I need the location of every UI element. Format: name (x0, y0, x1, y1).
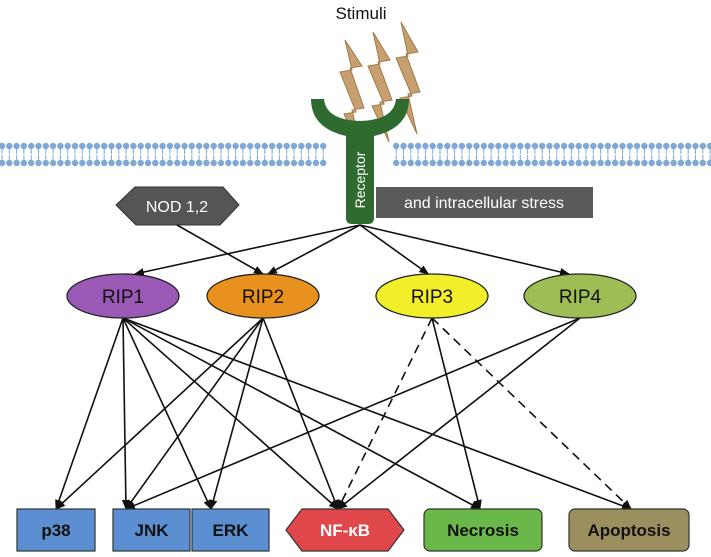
edge-rip2-to-nfkb (262, 317, 339, 510)
node-p38: p38 (16, 508, 96, 552)
rip3-label: RIP3 (411, 287, 453, 308)
edge-receptor-to-rip3 (359, 224, 430, 275)
edge-rip4-to-nfkb (337, 317, 581, 510)
rip3-ellipse (375, 273, 489, 319)
edge-nod-to-rip2 (176, 224, 264, 275)
node-jnk: JNK (112, 508, 191, 552)
rip2-label: RIP2 (242, 287, 284, 308)
rip4-ellipse (523, 273, 637, 319)
node-apoptosis: Apoptosis (568, 508, 690, 552)
output-nodes: p38 JNK ERK NF-κB Necrosis Apoptosis (16, 508, 690, 552)
erk-shape (191, 508, 270, 552)
edge-rip2-to-p38 (55, 317, 264, 510)
edge-rip1-to-nfkb (122, 317, 339, 510)
jnk-shape (112, 508, 191, 552)
receptor-label: Receptor (352, 151, 368, 208)
node-rip3: RIP3 (375, 273, 489, 319)
edge-rip4-to-jnk (125, 317, 581, 510)
necrosis-label: Necrosis (447, 521, 519, 540)
edge-rip1-to-jnk (121, 317, 130, 510)
intracellular-stress-label: and intracellular stress (404, 195, 564, 212)
edge-rip3-to-apoptosis (431, 317, 632, 510)
lightning-bolts-icon (339, 21, 421, 151)
erk-label: ERK (213, 521, 250, 540)
jnk-label: JNK (134, 521, 169, 540)
nod-node: NOD 1,2 (115, 186, 240, 226)
edge-rip3-to-nfkb (337, 317, 433, 510)
p38-label: p38 (41, 521, 70, 540)
apoptosis-shape (568, 508, 690, 552)
nod-label: NOD 1,2 (146, 199, 208, 216)
edges (55, 224, 632, 510)
p38-shape (16, 508, 96, 552)
rip1-ellipse (66, 273, 180, 319)
edge-receptor-to-rip1 (133, 224, 361, 276)
node-rip2: RIP2 (206, 273, 320, 319)
nfkb-shape (285, 508, 405, 552)
edge-rip1-to-apoptosis (122, 317, 632, 510)
edge-rip2-to-jnk (125, 317, 264, 510)
edge-rip1-to-erk (122, 317, 212, 510)
rip2-ellipse (206, 273, 320, 319)
node-erk: ERK (191, 508, 270, 552)
node-necrosis: Necrosis (423, 508, 543, 552)
node-rip4: RIP4 (523, 273, 637, 319)
rip4-label: RIP4 (559, 287, 602, 308)
cell-membrane (0, 142, 711, 167)
rip1-label: RIP1 (102, 287, 144, 308)
edge-receptor-to-rip2 (266, 224, 361, 275)
edge-rip1-to-necrosis (122, 317, 481, 510)
nfkb-label: NF-κB (320, 521, 370, 540)
stimuli-title: Stimuli (335, 4, 386, 23)
edge-receptor-to-rip4 (359, 224, 570, 276)
necrosis-shape (423, 508, 543, 552)
receptor: Receptor (311, 99, 409, 224)
rip-nodes: RIP1 RIP2 RIP3 RIP4 (66, 273, 637, 319)
edge-rip1-to-p38 (55, 317, 124, 510)
edge-rip3-to-necrosis (431, 317, 482, 510)
node-rip1: RIP1 (66, 273, 180, 319)
node-nfkb: NF-κB (285, 508, 405, 552)
intracellular-stress-box: and intracellular stress (376, 187, 593, 218)
apoptosis-label: Apoptosis (587, 521, 670, 540)
edge-rip2-to-erk (209, 317, 264, 510)
